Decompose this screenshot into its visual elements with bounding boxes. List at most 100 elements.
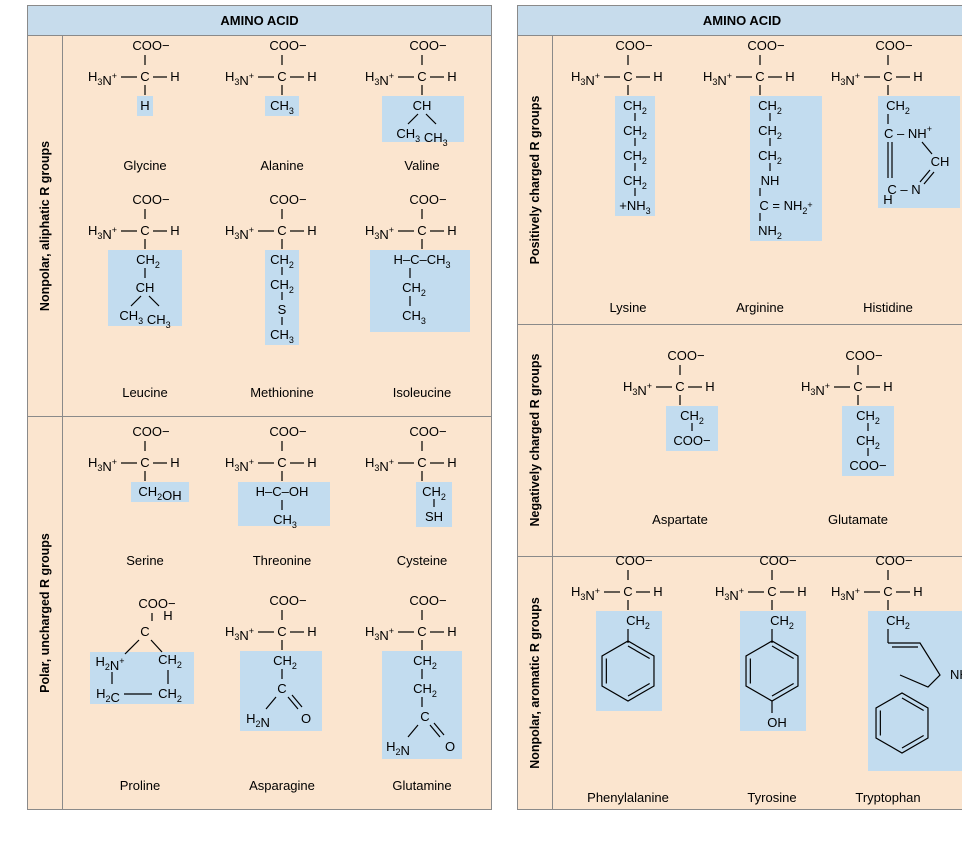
amino-group: H3N+ <box>225 455 254 474</box>
carboxyl-group: COO− <box>409 593 446 608</box>
r-group-text: CH3 <box>402 308 426 326</box>
ring-bond <box>888 642 941 688</box>
bond-line <box>425 113 437 125</box>
amino-group: H3N+ <box>365 624 394 643</box>
alpha-carbon: C <box>277 624 286 639</box>
r-group-text: CH2 <box>273 653 297 671</box>
bond-line <box>901 734 924 749</box>
r-group-text: CH3 CH3 <box>396 126 447 148</box>
carboxyl-group: COO− <box>409 424 446 439</box>
r-group-text: CH2 <box>623 148 647 166</box>
amino-acid-name: Serine <box>126 553 164 568</box>
section-divider <box>28 416 491 417</box>
r-group-text: H–C–CH3 <box>393 252 450 270</box>
r-group-highlight <box>596 611 662 711</box>
section-divider <box>518 324 962 325</box>
amino-acid-name: Glycine <box>123 158 167 173</box>
r-group-text: CH2 <box>770 613 794 631</box>
amino-group: H3N+ <box>831 69 860 88</box>
bond-line <box>407 724 419 738</box>
bond-line <box>627 682 650 697</box>
r-group-highlight <box>370 250 470 332</box>
r-group-text: CH2 <box>758 123 782 141</box>
bond-line <box>921 141 933 155</box>
amino-acid-name: Alanine <box>260 158 304 173</box>
alpha-hydrogen: H <box>170 455 179 470</box>
alpha-hydrogen: H <box>307 455 316 470</box>
r-group-text: CH2 <box>158 686 182 704</box>
alpha-hydrogen: H <box>307 69 316 84</box>
alpha-hydrogen: H <box>913 584 922 599</box>
amino-group: H3N+ <box>225 624 254 643</box>
r-group-highlight <box>240 651 322 731</box>
r-group-text: CH2 <box>270 277 294 295</box>
amino-group: H3N+ <box>88 223 117 242</box>
carboxyl-group: COO− <box>132 38 169 53</box>
r-group-highlight <box>137 96 153 116</box>
amino-group: H3N+ <box>225 69 254 88</box>
carboxyl-group: COO− <box>269 38 306 53</box>
bond-line <box>291 694 303 708</box>
bond-line <box>148 295 160 307</box>
amino-acid-name: Tryptophan <box>855 790 921 805</box>
r-group-text: CH3 <box>273 512 297 530</box>
r-group-highlight <box>238 482 330 526</box>
amino-group: H3N+ <box>225 223 254 242</box>
amino-acid-name: Leucine <box>122 385 168 400</box>
amino-acid-name: Glutamate <box>828 512 888 527</box>
r-group-text: SH <box>425 509 443 524</box>
amino-group: H3N+ <box>703 69 732 88</box>
amino-acid-name: Arginine <box>736 300 784 315</box>
r-group-text: CH2 <box>413 653 437 671</box>
r-group-text: OH <box>767 715 787 730</box>
carboxyl-group: COO− <box>269 593 306 608</box>
section-divider <box>518 556 962 557</box>
right-header: AMINO ACID <box>518 6 962 36</box>
r-group-text: NH <box>761 173 780 188</box>
bond-line <box>433 722 445 736</box>
amino-group: H3N+ <box>623 379 652 398</box>
r-group-text: O <box>301 711 311 726</box>
r-group-text: H <box>140 98 149 113</box>
alpha-carbon: C <box>277 223 286 238</box>
r-group-text: H–C–OH <box>256 484 309 499</box>
r-group-text: H2N <box>386 739 410 758</box>
amino-acid-name: Asparagine <box>249 778 315 793</box>
amino-group: H3N+ <box>365 223 394 242</box>
alpha-hydrogen: H <box>170 223 179 238</box>
carboxyl-group: COO− <box>845 348 882 363</box>
r-group-highlight <box>90 652 194 704</box>
r-group-highlight <box>868 611 962 771</box>
r-group-text: CH3 CH3 <box>119 308 170 330</box>
r-group-highlight <box>740 611 806 731</box>
bond-line <box>429 724 441 738</box>
bond-line <box>150 639 163 653</box>
alpha-carbon: C <box>883 584 892 599</box>
r-group-text: CH2 <box>886 98 910 116</box>
section-nonpolar-aliphatic: Nonpolar, aliphatic R groups <box>28 36 491 416</box>
r-group-text: C <box>277 681 286 696</box>
r-group-highlight <box>750 96 822 241</box>
alpha-carbon: C <box>675 379 684 394</box>
alpha-hydrogen: H <box>447 223 456 238</box>
alpha-hydrogen: H <box>447 455 456 470</box>
r-group-text: CH2 <box>856 433 880 451</box>
carboxyl-group: COO− <box>615 38 652 53</box>
r-group-text: CH2OH <box>138 484 181 503</box>
r-group-text: S <box>278 302 287 317</box>
r-group-text: CH2 <box>623 98 647 116</box>
alpha-carbon: C <box>417 223 426 238</box>
amino-group: H3N+ <box>715 584 744 603</box>
r-group-highlight <box>382 96 464 142</box>
bond-line <box>407 113 419 125</box>
r-group-text: COO− <box>849 458 886 473</box>
r-group-text: CH2 <box>270 252 294 270</box>
r-group-text: H2C <box>96 686 120 705</box>
alpha-hydrogen: H <box>447 624 456 639</box>
carboxyl-group: COO− <box>615 553 652 568</box>
carboxyl-group: COO− <box>667 348 704 363</box>
r-group-text: CH <box>413 98 432 113</box>
amino-acid-name: Phenylalanine <box>587 790 669 805</box>
r-group-text: CH2 <box>402 280 426 298</box>
alpha-carbon: C <box>140 455 149 470</box>
